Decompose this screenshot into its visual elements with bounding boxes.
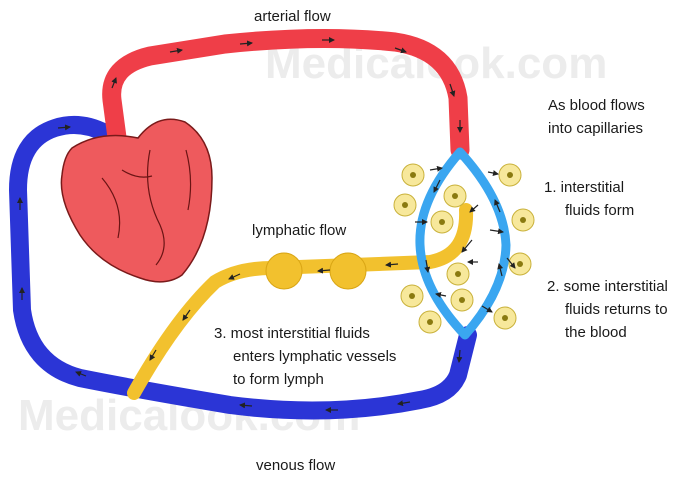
cell	[451, 289, 473, 311]
lymph-node-2	[330, 253, 366, 289]
venous-flow-label: venous flow	[256, 457, 335, 474]
cell	[431, 211, 453, 233]
step3-text-line2: enters lymphatic vessels	[233, 348, 396, 365]
lymph-node-1	[266, 253, 302, 289]
step2-text-line3: the blood	[565, 324, 627, 341]
lymphatic-flow-label: lymphatic flow	[252, 222, 346, 239]
cell	[447, 263, 469, 285]
cell	[512, 209, 534, 231]
heart	[61, 119, 212, 282]
step1-text-line1: 1. interstitial	[544, 179, 624, 196]
cell	[499, 164, 521, 186]
step1-text-line2: fluids form	[565, 202, 634, 219]
step3-text-line3: to form lymph	[233, 371, 324, 388]
arterial-flow-label: arterial flow	[254, 8, 331, 25]
cell	[444, 185, 466, 207]
arrow	[488, 172, 498, 174]
arrow	[430, 168, 442, 170]
cell	[401, 285, 423, 307]
cell	[419, 311, 441, 333]
cell	[394, 194, 416, 216]
cell	[402, 164, 424, 186]
step3-text-line1: 3. most interstitial fluids	[214, 325, 370, 342]
step2-text-line2: fluids returns to	[565, 301, 668, 318]
step2-text-line1: 2. some interstitial	[547, 278, 668, 295]
cell	[494, 307, 516, 329]
intro-text-line2: into capillaries	[548, 120, 643, 137]
intro-text-line1: As blood flows	[548, 97, 645, 114]
